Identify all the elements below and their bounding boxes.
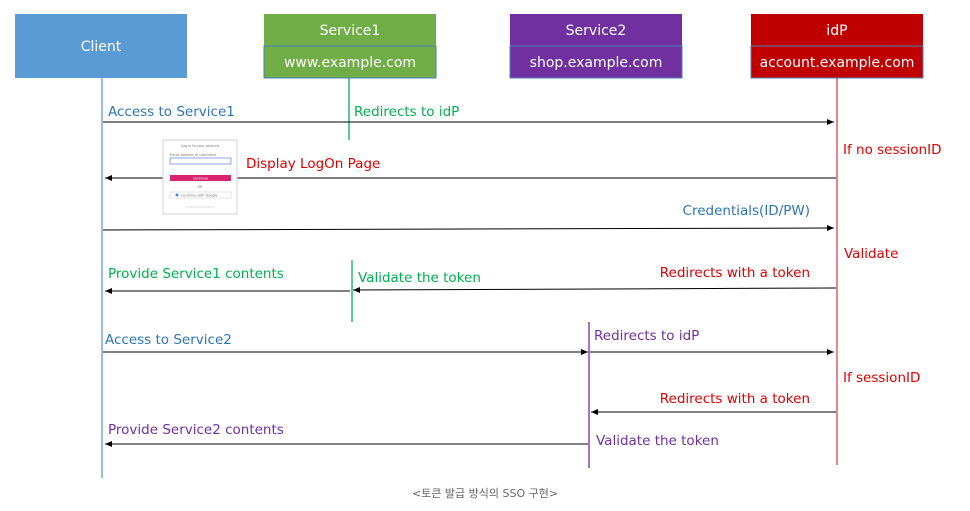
label-redirects-token-2: Redirects with a token [660,391,810,407]
thumbnail-google-label: Continue with Google [181,193,218,197]
service1-label: Service1 [320,23,381,39]
google-icon [175,193,179,197]
logon-page-thumbnail: Log in to your account Email address or … [162,139,238,215]
thumbnail-continue-button [170,175,231,181]
label-redirects-idp-1: Redirects to idP [354,104,459,120]
service2-actor: Service2 shop.example.com [509,14,683,79]
label-if-session: If sessionID [843,370,920,386]
label-credentials: Credentials(ID/PW) [683,203,810,219]
label-redirects-token-1: Redirects with a token [660,265,810,281]
thumbnail-button-label: Continue [193,176,208,180]
label-if-no-session: If no sessionID [843,142,941,158]
label-access-service1: Access to Service1 [108,104,235,120]
thumbnail-title: Log in to your account [181,144,220,148]
thumbnail-field-label: Email address or username [170,153,216,157]
client-actor: Client [15,14,187,78]
label-redirects-idp-2: Redirects to idP [594,328,699,344]
label-display-logon: Display LogOn Page [246,156,380,172]
label-validate-token-2: Validate the token [596,433,719,449]
service1-domain: www.example.com [284,55,416,71]
service2-label: Service2 [566,23,627,39]
client-label: Client [81,39,122,55]
idp-actor: idP account.example.com [750,14,924,79]
service2-domain: shop.example.com [530,55,663,71]
label-access-service2: Access to Service2 [105,332,232,348]
arrow-redirects-token-1 [352,286,837,293]
thumbnail-divider: OR [197,185,203,189]
thumbnail-input [169,157,232,165]
label-validate: Validate [844,246,898,262]
figure-caption: <토큰 발급 방식의 SSO 구현> [412,487,558,500]
idp-domain: account.example.com [760,55,915,71]
service1-actor: Service1 www.example.com [263,14,437,79]
label-provide-service2: Provide Service2 contents [108,422,284,438]
label-provide-service1: Provide Service1 contents [108,266,284,282]
idp-label: idP [826,23,847,39]
label-validate-token-1: Validate the token [358,270,481,286]
thumbnail-google-button [169,191,232,199]
arrow-credentials [102,225,835,232]
